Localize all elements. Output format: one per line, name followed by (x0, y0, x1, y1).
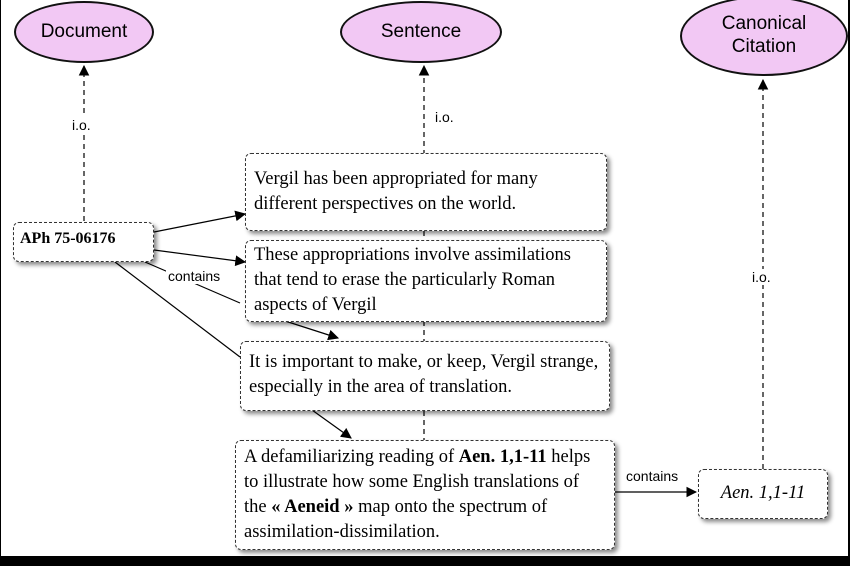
right-border (848, 0, 850, 566)
contains-label-aph: contains (166, 268, 223, 284)
canonical-citation-class-label: Canonical Citation (722, 13, 807, 59)
sentence-class-node: Sentence (340, 1, 502, 63)
edge-aph-contains-s3b (281, 319, 340, 341)
sentence-box-1: Vergil has been appropriated for many di… (245, 153, 607, 231)
sentence-2-text: These appropriations involve assimilatio… (254, 245, 572, 315)
document-instance-aph: APh 75-06176 (13, 222, 154, 262)
io-label-sentence: i.o. (433, 109, 456, 125)
aph-label: APh 75-06176 (20, 230, 116, 247)
left-border (0, 0, 1, 566)
io-label-document: i.o. (70, 117, 93, 133)
citation-instance: Aen. 1,1-11 (698, 469, 828, 519)
edge-aph-contains-s4 (114, 261, 241, 358)
sentence-4-part1: A defamiliarizing reading of (244, 447, 459, 467)
sentence-box-3: It is important to make, or keep, Vergil… (240, 341, 610, 411)
sentence-4-part2: helps to illustrate how some English tra… (244, 447, 591, 517)
io-label-citation: i.o. (750, 269, 773, 285)
canonical-citation-line1: Canonical (721, 13, 807, 35)
sentence-4-bold-work: « Aeneid » (271, 497, 354, 517)
document-class-label: Document (40, 20, 128, 42)
sentence-4-bold-citation: Aen. 1,1-11 (458, 447, 547, 467)
edge-aph-contains-s2 (153, 249, 247, 267)
sentence-box-4: A defamiliarizing reading of Aen. 1,1-11… (235, 440, 615, 550)
sentence-box-2: These appropriations involve assimilatio… (245, 240, 607, 322)
edge-aph-contains-s1 (153, 210, 247, 233)
document-class-node: Document (14, 1, 154, 63)
contains-label-citation: contains (626, 468, 679, 484)
citation-text: Aen. 1,1-11 (720, 483, 806, 503)
sentence-class-label: Sentence (380, 20, 462, 42)
bottom-border (0, 556, 850, 566)
edge-aph-contains-s4b (311, 409, 352, 439)
sentence-1-text: Vergil has been appropriated for many di… (254, 169, 538, 214)
canonical-citation-line2: Citation (731, 36, 797, 57)
sentence-4-part3: map onto the spectrum of assimilation-di… (244, 497, 548, 542)
sentence-3-text: It is important to make, or keep, Vergil… (249, 352, 599, 397)
canonical-citation-class-node: Canonical Citation (680, 0, 848, 76)
